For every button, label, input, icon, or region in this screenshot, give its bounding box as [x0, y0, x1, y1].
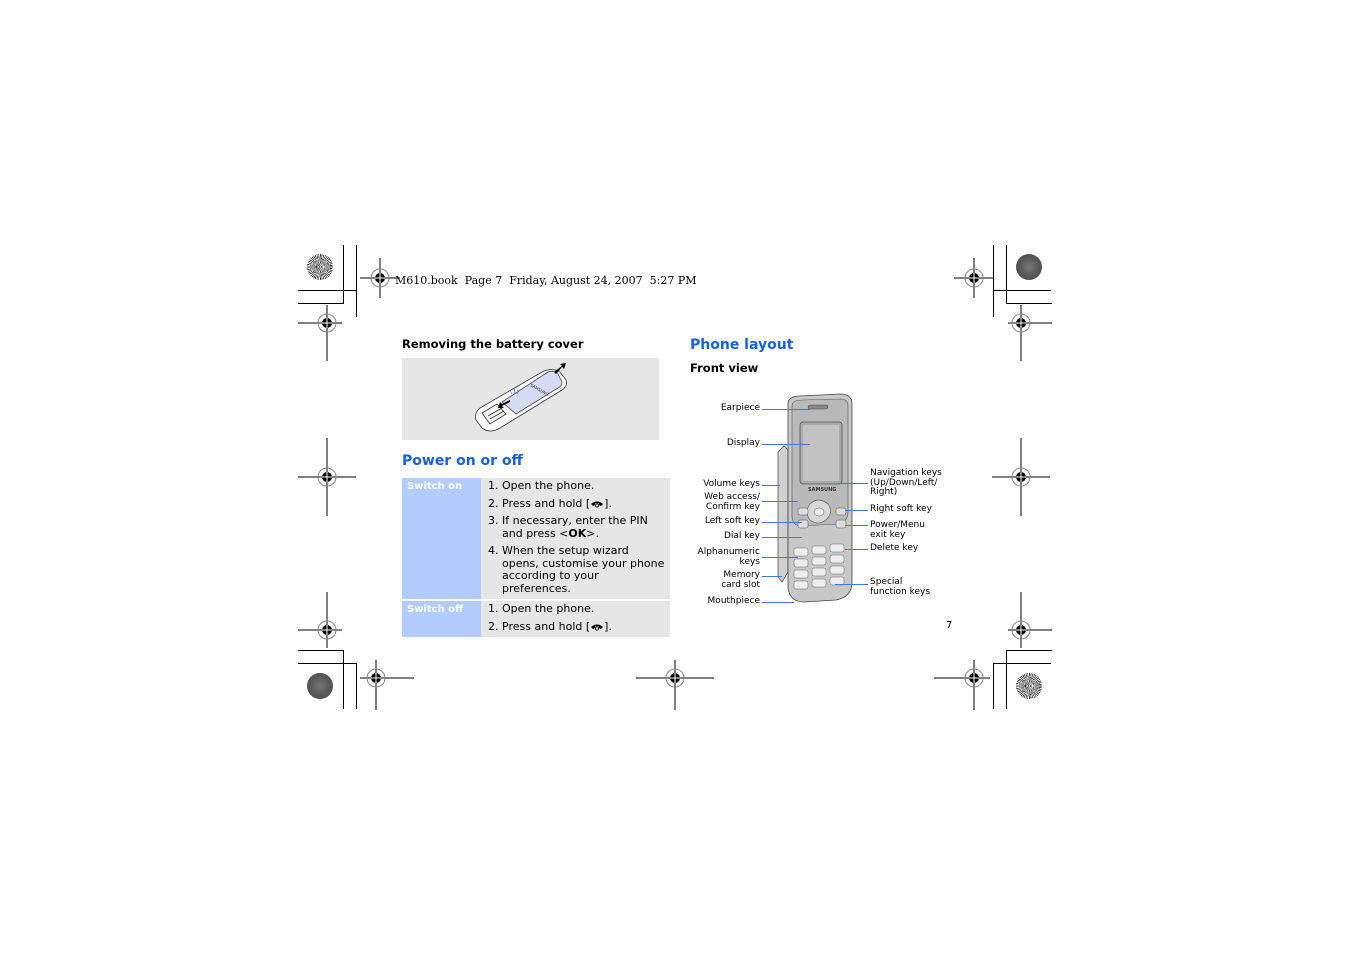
- callout-special-function-keys: Special function keys: [870, 577, 931, 597]
- callout-line: [762, 485, 780, 486]
- end-call-phone-icon: [591, 501, 604, 508]
- callout-delete-key: Delete key: [870, 543, 919, 553]
- registration-mark: [298, 592, 342, 648]
- callout-left-soft-key: Left soft key: [704, 516, 760, 526]
- registration-mark: [360, 660, 414, 710]
- list-item: Press and hold [].: [502, 497, 666, 511]
- registration-mark: [934, 660, 990, 710]
- list-item: If necessary, enter the PIN and press <O…: [502, 514, 666, 540]
- starburst-mark: [1016, 673, 1042, 699]
- registration-mark: [298, 438, 356, 516]
- callout-memory-card-slot: Memory card slot: [721, 570, 760, 590]
- table-row-switch-on: Switch on Open the phone. Press and hold…: [402, 478, 670, 599]
- callout-navigation-keys: Navigation keys (Up/Down/Left/ Right): [870, 468, 942, 497]
- steps-list: Open the phone. Press and hold []. If ne…: [486, 479, 666, 595]
- list-item: Open the phone.: [502, 479, 666, 493]
- power-section-title: Power on or off: [402, 453, 523, 469]
- power-table: Switch on Open the phone. Press and hold…: [402, 476, 670, 639]
- front-view-subtitle: Front view: [690, 361, 759, 375]
- phone-front-view-illustration: SAMSUNG: [777, 393, 853, 603]
- registration-mark: [1008, 305, 1052, 361]
- brand-text: SAMSUNG: [808, 487, 836, 493]
- registration-mark: [1008, 592, 1052, 648]
- callout-line: [762, 501, 798, 502]
- callout-power-menu-exit-key: Power/Menu exit key: [870, 520, 925, 540]
- callout-line: [845, 525, 868, 526]
- callout-alphanumeric-keys: Alphanumeric keys: [697, 547, 760, 567]
- callout-line: [762, 602, 794, 603]
- print-header: M610.book Page 7 Friday, August 24, 2007…: [395, 274, 697, 287]
- end-call-phone-icon: [591, 624, 604, 631]
- phone-layout-title: Phone layout: [690, 337, 794, 353]
- list-item: Press and hold [].: [502, 620, 666, 634]
- callout-line: [762, 537, 802, 538]
- callout-line: [845, 510, 868, 511]
- battery-illustration: SAMSUNG: [402, 358, 659, 440]
- registration-mark: [954, 258, 994, 298]
- callout-line: [845, 549, 868, 550]
- starburst-mark: [307, 673, 333, 699]
- callout-line: [762, 444, 810, 445]
- starburst-mark: [307, 254, 333, 280]
- registration-mark: [298, 305, 342, 361]
- callout-web-access-key: Web access/ Confirm key: [704, 492, 760, 512]
- callout-line: [762, 557, 798, 558]
- page-number: 7: [946, 620, 953, 631]
- callout-earpiece: Earpiece: [720, 403, 760, 413]
- row-label: Switch off: [402, 601, 481, 637]
- registration-mark: [360, 258, 400, 298]
- table-row-switch-off: Switch off Open the phone. Press and hol…: [402, 601, 670, 637]
- list-item: When the setup wizard opens, customise y…: [502, 544, 666, 595]
- callout-line: [762, 576, 782, 577]
- steps-list: Open the phone. Press and hold [].: [486, 602, 666, 634]
- list-item: Open the phone.: [502, 602, 666, 616]
- callout-line: [835, 584, 868, 585]
- battery-section-title: Removing the battery cover: [402, 337, 584, 351]
- registration-mark: [636, 660, 714, 710]
- callout-dial-key: Dial key: [723, 531, 760, 541]
- callout-line: [762, 409, 810, 410]
- callout-line: [838, 483, 868, 484]
- callout-right-soft-key: Right soft key: [870, 504, 932, 514]
- callout-mouthpiece: Mouthpiece: [707, 596, 760, 606]
- registration-mark: [992, 438, 1050, 516]
- starburst-mark: [1016, 254, 1042, 280]
- callout-display: Display: [726, 438, 760, 448]
- callout-volume-keys: Volume keys: [703, 479, 760, 489]
- row-label: Switch on: [402, 478, 481, 599]
- phone-battery-cover-image: SAMSUNG: [475, 363, 567, 432]
- callout-line: [762, 522, 802, 523]
